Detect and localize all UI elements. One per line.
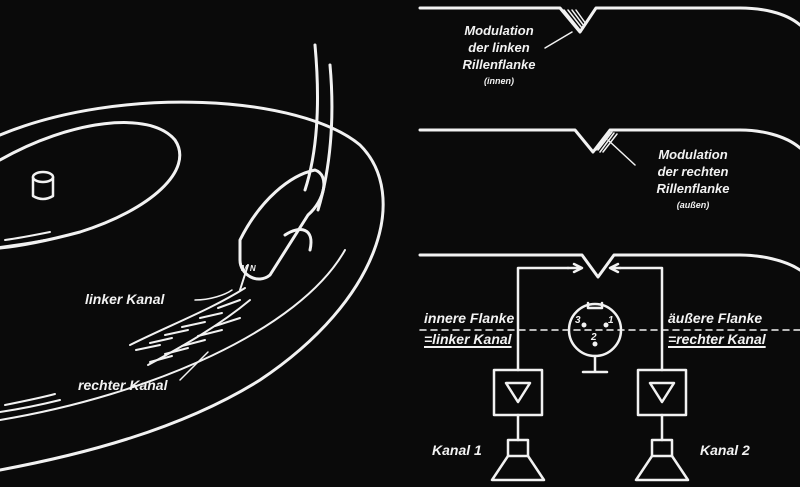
- caption-left-flank-note: (innen): [484, 76, 514, 86]
- label-kanal-1: Kanal 1: [432, 442, 482, 458]
- record-groove-line: [4, 393, 56, 406]
- caption-left-flank-line-1: Modulation: [464, 23, 534, 38]
- leader-linker-kanal: [194, 289, 233, 301]
- caption-left-flank: Modulation der linken Rillenflanke: [444, 22, 554, 73]
- record-label-circle: [0, 121, 182, 250]
- groove-hatch-left: [563, 9, 587, 31]
- connector-pin-3: 3: [575, 315, 581, 326]
- connector-pin-2: 2: [591, 332, 597, 343]
- speaker-left: [490, 438, 546, 482]
- amplifier-right: [636, 368, 688, 442]
- connector-pin-1: 1: [608, 315, 614, 326]
- caption-right-flank-line-2: der rechten: [657, 164, 729, 179]
- leader-rechter-kanal: [179, 351, 209, 381]
- caption-left-flank-line-3: Rillenflanke: [462, 57, 536, 72]
- groove-pointer-right: [607, 139, 636, 166]
- label-outer-channel: =rechter Kanal: [668, 331, 766, 347]
- record-groove-line: [0, 399, 61, 413]
- label-inner-channel: =linker Kanal: [424, 331, 512, 347]
- caption-right-flank-note: (außen): [676, 200, 710, 210]
- groove-pointer-left: [544, 31, 573, 49]
- stylus-pointer: [239, 264, 249, 291]
- groove-profile-circuit: [418, 253, 800, 279]
- record-groove-band: [129, 287, 251, 366]
- amplifier-left: [492, 368, 544, 442]
- label-linker-kanal: linker Kanal: [85, 291, 165, 307]
- groove-hatch-right: [595, 131, 618, 153]
- label-outer-flank: äußere Flanke: [668, 310, 763, 326]
- record-rim: [0, 249, 346, 421]
- caption-right-flank: Modulation der rechten Rillenflanke: [638, 146, 748, 197]
- groove-profile-left-flank: [418, 6, 800, 34]
- caption-right-flank-line-3: Rillenflanke: [656, 181, 730, 196]
- spindle: [31, 170, 55, 201]
- caption-right-flank-line-1: Modulation: [658, 147, 728, 162]
- tonearm: [238, 43, 334, 281]
- circuit-wiring: [516, 262, 664, 372]
- label-rechter-kanal: rechter Kanal: [78, 377, 168, 393]
- record-groove-line: [4, 231, 51, 241]
- groove-profile-right-flank: [418, 128, 800, 154]
- cartridge-connector: [567, 301, 623, 374]
- connector-pins: [581, 322, 609, 347]
- label-inner-flank: innere Flanke: [424, 310, 515, 326]
- caption-left-flank-line-2: der linken: [468, 40, 530, 55]
- stylus-mark: M N: [241, 264, 256, 273]
- label-kanal-2: Kanal 2: [700, 442, 750, 458]
- speaker-right: [634, 438, 690, 482]
- record-outer-edge: [0, 100, 385, 472]
- record-groove-line: [0, 239, 46, 248]
